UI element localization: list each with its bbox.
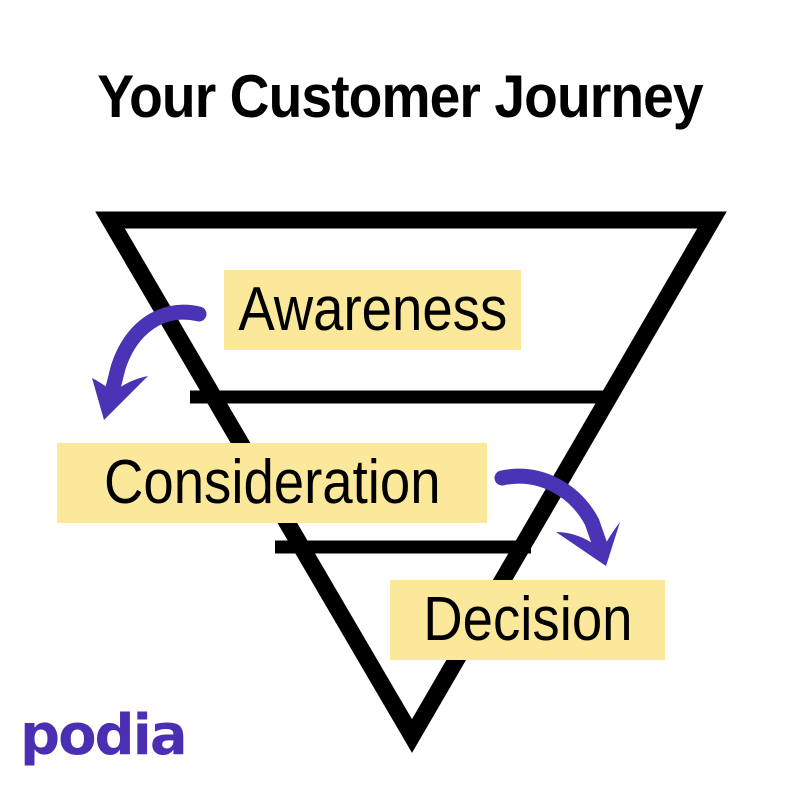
page-title: Your Customer Journey <box>97 63 703 130</box>
stage-awareness: Awareness <box>224 270 521 350</box>
curved-arrow-down-left-icon <box>92 304 207 420</box>
stage-label: Consideration <box>103 448 441 517</box>
stage-label: Awareness <box>238 275 507 344</box>
curved-arrow-down-right-icon <box>494 468 620 566</box>
stage-decision: Decision <box>390 580 665 660</box>
brand-logo: podia <box>20 703 188 768</box>
stage-consideration: Consideration <box>57 443 487 523</box>
stage-label: Decision <box>422 585 633 654</box>
